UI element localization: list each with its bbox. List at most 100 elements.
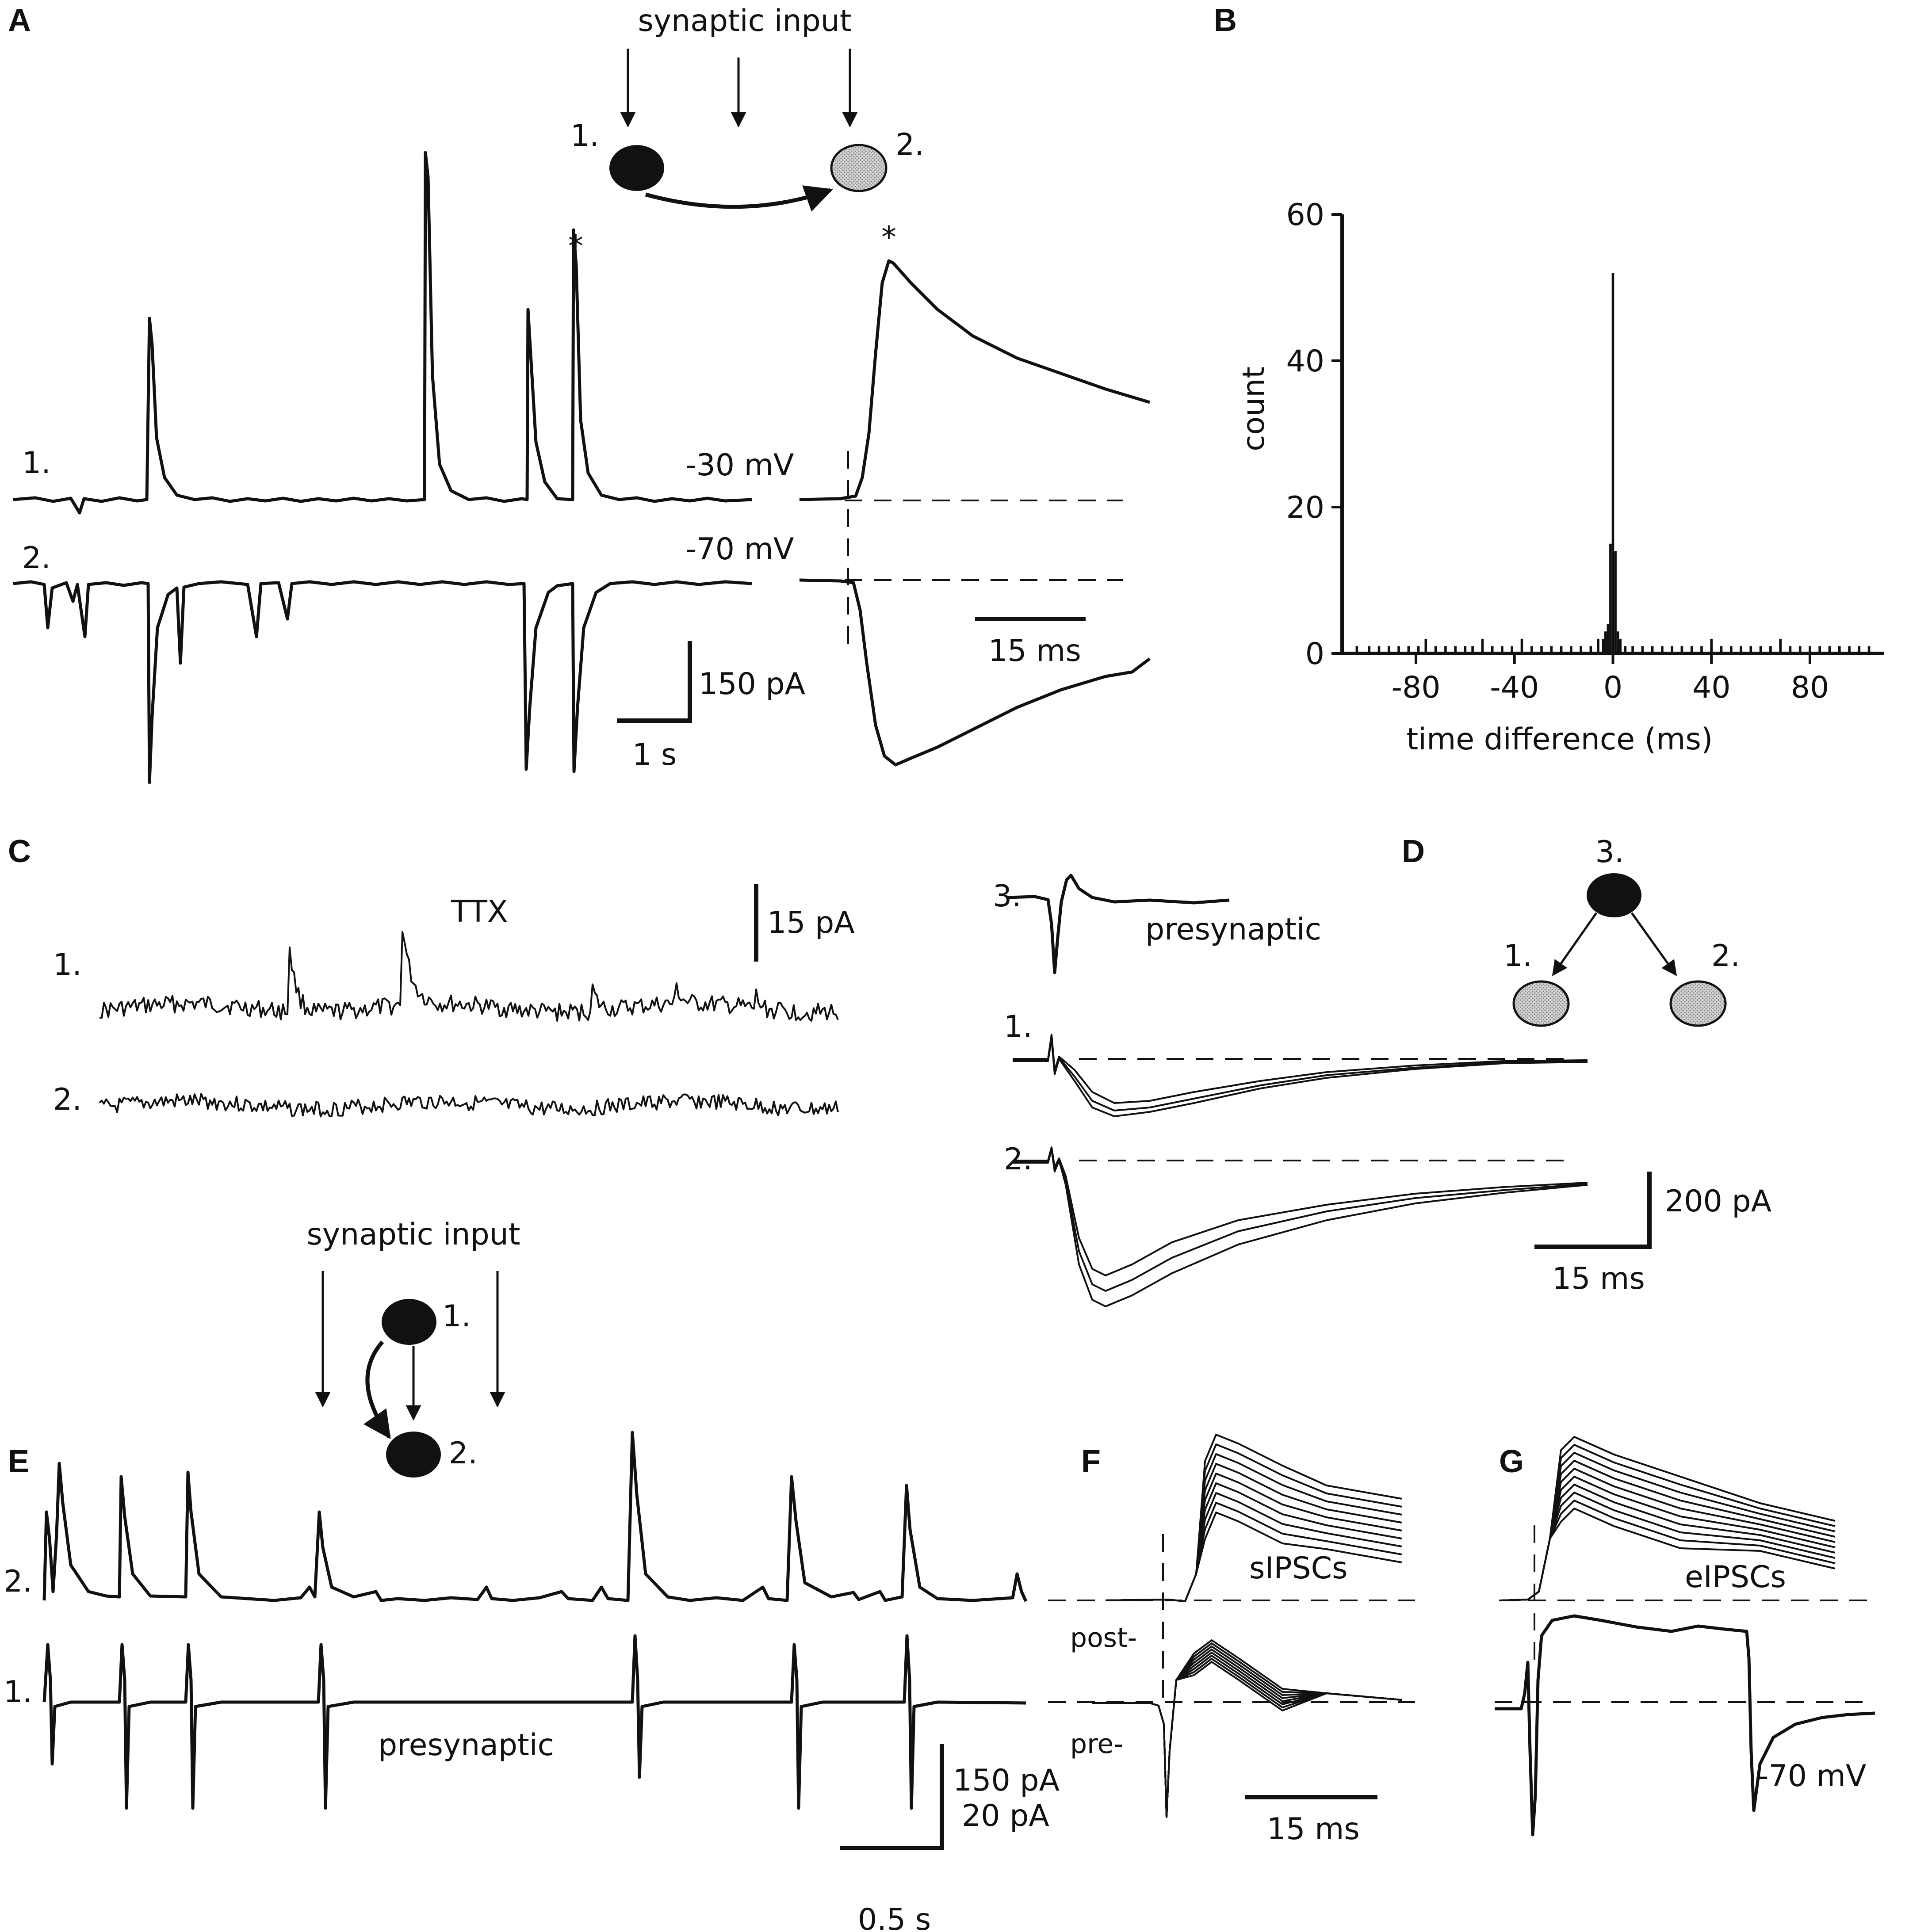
x-tick-label-0: -80 bbox=[1392, 670, 1441, 705]
traces-d-2 bbox=[1013, 1146, 1588, 1307]
scale-bar-d bbox=[1534, 1172, 1652, 1249]
histogram-bar-3 bbox=[1388, 646, 1390, 653]
histogram-bar-35 bbox=[1631, 646, 1634, 653]
voltage-label-1: -30 mV bbox=[685, 448, 794, 483]
star-marker-trace: * bbox=[568, 229, 583, 264]
histogram-bar-47 bbox=[1749, 646, 1752, 653]
trace-e-1 bbox=[42, 1634, 1026, 1810]
panel-letter-g: G bbox=[1499, 1444, 1524, 1479]
trace-c-2-label: 2. bbox=[53, 1082, 82, 1117]
histogram-bar-55 bbox=[1828, 646, 1831, 653]
histogram-bar-17 bbox=[1520, 638, 1523, 653]
panel-d: D 3. presynaptic 1. 2. 3. 1. 2. bbox=[993, 834, 1771, 1307]
trace-a-2 bbox=[13, 580, 752, 784]
presynaptic-trace-f-3 bbox=[1092, 1649, 1402, 1818]
histogram-bar-21 bbox=[1560, 646, 1563, 653]
panel-letter-d: D bbox=[1402, 834, 1425, 869]
pre-label: pre- bbox=[1070, 1729, 1123, 1760]
connection-arrow-e bbox=[363, 1340, 391, 1439]
panel-letter-e: E bbox=[8, 1444, 29, 1479]
x-tick-label-4: 80 bbox=[1791, 670, 1829, 705]
histogram-bar-45 bbox=[1730, 646, 1733, 653]
cell-2-postsynaptic bbox=[830, 144, 888, 192]
trace-d-2-label: 2. bbox=[1004, 1142, 1033, 1177]
histogram-bar-24 bbox=[1589, 646, 1592, 653]
histogram-bar-9 bbox=[1444, 646, 1447, 653]
panel-a-diagram: synaptic input 1. 2. bbox=[570, 4, 924, 212]
panel-letter-b: B bbox=[1214, 3, 1237, 38]
histogram-bar-13 bbox=[1481, 638, 1484, 653]
presynaptic-trace-f-7 bbox=[1092, 1661, 1402, 1818]
histogram-bar-22 bbox=[1570, 646, 1572, 653]
panel-a: A synaptic input 1. 2. 1. 2. -30 mV -70 … bbox=[8, 3, 1151, 784]
histogram-bar-1 bbox=[1368, 646, 1371, 653]
scale-y-label-a: 150 pA bbox=[699, 667, 805, 702]
panel-f: F sIPSCs post- pre- 15 ms bbox=[1048, 1434, 1415, 1847]
cell-d-1 bbox=[1512, 980, 1570, 1027]
synaptic-input-label: synaptic input bbox=[638, 4, 851, 38]
histogram-bar-58 bbox=[1858, 646, 1861, 653]
presynaptic-trace-f-5 bbox=[1092, 1655, 1402, 1818]
cell-e-1-label: 1. bbox=[442, 1299, 471, 1334]
histogram-bar-51 bbox=[1789, 646, 1792, 653]
histogram-bar-59 bbox=[1867, 646, 1871, 653]
scale-y-label-c: 15 pA bbox=[767, 905, 855, 940]
y-axis-label: count bbox=[1236, 367, 1271, 451]
scale-y1-label-e: 150 pA bbox=[953, 1763, 1060, 1798]
cell-d-2-label: 2. bbox=[1711, 939, 1740, 974]
histogram-bar-4 bbox=[1397, 646, 1400, 653]
histogram-bar-7 bbox=[1424, 638, 1427, 653]
synaptic-input-label-e: synaptic input bbox=[306, 1217, 520, 1252]
scale-y-label-d: 200 pA bbox=[1665, 1184, 1771, 1219]
histogram-bars bbox=[1355, 273, 1871, 654]
trace-g-pre bbox=[1495, 1614, 1875, 1837]
histogram-bar-36 bbox=[1641, 646, 1644, 653]
histogram-bar-29 bbox=[1609, 543, 1612, 654]
eipsc-trace-9 bbox=[1501, 1508, 1836, 1601]
histogram-bar-28 bbox=[1607, 624, 1610, 653]
post-label: post- bbox=[1070, 1623, 1137, 1653]
trace-d-1-label: 1. bbox=[1004, 1009, 1033, 1044]
x-tick-label-2: 0 bbox=[1603, 670, 1622, 705]
trace-d-presynaptic bbox=[1008, 874, 1230, 974]
histogram-bar-34 bbox=[1624, 646, 1627, 653]
histogram-bar-32 bbox=[1616, 631, 1619, 653]
traces-g-post bbox=[1501, 1436, 1836, 1601]
x-axis-label: time difference (ms) bbox=[1407, 722, 1713, 757]
histogram-bar-25 bbox=[1597, 638, 1599, 653]
trace-1-label: 1. bbox=[22, 446, 51, 481]
histogram-bar-12 bbox=[1471, 646, 1474, 653]
histogram-bar-26 bbox=[1602, 638, 1604, 653]
histogram-bar-33 bbox=[1619, 638, 1622, 653]
cell-e-1 bbox=[382, 1299, 436, 1345]
arrow-3-to-2 bbox=[1630, 912, 1677, 976]
trace-c-2 bbox=[99, 1093, 839, 1118]
cell-1-presynaptic bbox=[609, 145, 664, 191]
cell-3-label: 3. bbox=[1595, 835, 1624, 870]
histogram-bar-38 bbox=[1661, 646, 1664, 653]
histogram-bar-37 bbox=[1651, 646, 1654, 653]
scale-y2-label-e: 20 pA bbox=[962, 1798, 1049, 1833]
sipsc-trace-8 bbox=[1105, 1512, 1402, 1602]
histogram-bar-50 bbox=[1779, 638, 1782, 653]
scale-x-label-a: 1 s bbox=[632, 737, 677, 772]
y-tick-label-0: 0 bbox=[1305, 637, 1324, 672]
inset-trace-a-1 bbox=[799, 259, 1151, 501]
histogram-bar-48 bbox=[1759, 646, 1762, 653]
panel-g: G eIPSCs -70 mV bbox=[1495, 1436, 1875, 1837]
histogram-bar-49 bbox=[1769, 646, 1772, 653]
histogram-bar-40 bbox=[1680, 646, 1683, 653]
histogram-bar-19 bbox=[1540, 646, 1543, 653]
histogram-bar-14 bbox=[1491, 646, 1494, 653]
panel-letter-a: A bbox=[8, 3, 31, 38]
histogram-bar-11 bbox=[1464, 646, 1467, 653]
panel-letter-f: F bbox=[1081, 1444, 1101, 1479]
histogram-bar-44 bbox=[1720, 646, 1723, 653]
presynaptic-trace-f-6 bbox=[1092, 1658, 1402, 1818]
sipscs-label: sIPSCs bbox=[1249, 1551, 1348, 1586]
inset-scale-label: 15 ms bbox=[988, 634, 1081, 668]
histogram-bar-42 bbox=[1700, 646, 1703, 653]
